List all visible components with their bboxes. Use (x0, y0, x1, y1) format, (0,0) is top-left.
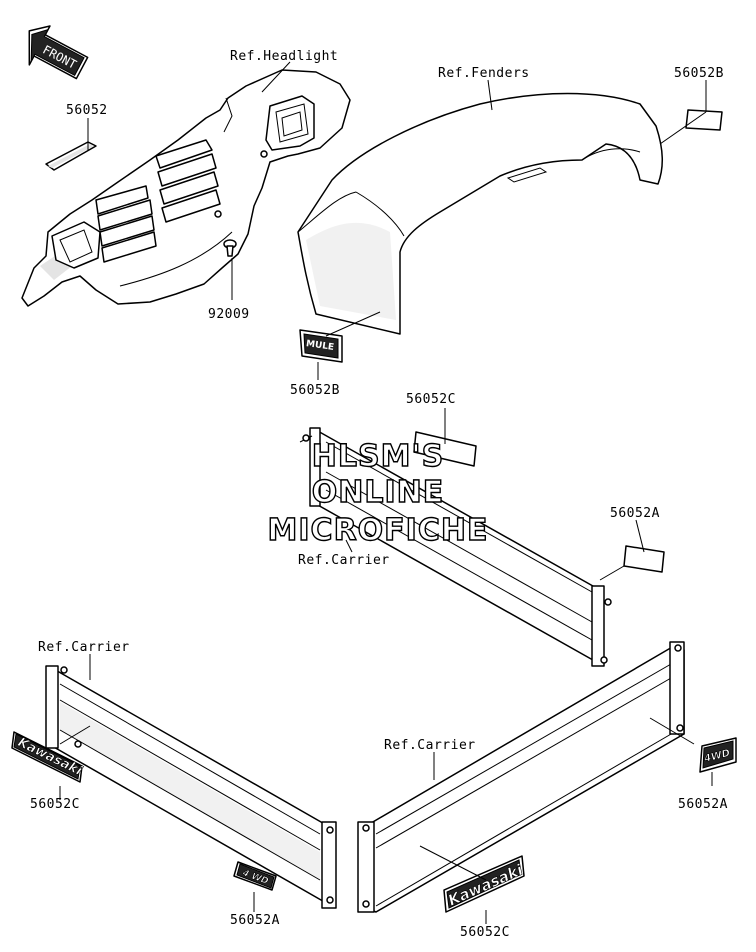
label-ref-headlight: Ref.Headlight (230, 49, 338, 64)
grille-slats-left (95, 185, 157, 263)
label-ref-carrier-right: Ref.Carrier (384, 738, 476, 753)
watermark: HLSM'S ONLINE MICROFICHE (267, 438, 489, 548)
front-grille-assembly (21, 69, 351, 307)
decal-mule-56052b: MULE (299, 329, 343, 363)
rear-gate-panel (299, 427, 612, 667)
label-ref-fenders: Ref.Fenders (438, 66, 530, 81)
emblem-56052 (45, 141, 97, 171)
label-56052a-right: 56052A (610, 506, 660, 521)
decal-4wd-right: 4WD (699, 737, 737, 773)
part-labels: Ref.Headlight Ref.Fenders 56052 56052B 9… (30, 49, 728, 940)
watermark-line-3: MICROFICHE (268, 513, 489, 548)
bolt-92009 (223, 239, 237, 257)
label-56052b-mid: 56052B (290, 383, 340, 398)
leader-lines (59, 61, 713, 924)
front-arrow-badge: FRONT (28, 25, 89, 80)
label-ref-carrier-mid: Ref.Carrier (298, 553, 390, 568)
label-56052a-left: 56052A (230, 913, 280, 928)
label-56052c-left: 56052C (30, 797, 80, 812)
left-side-panel (45, 665, 337, 909)
mule-decal-text: MULE (305, 339, 334, 353)
label-ref-carrier-left: Ref.Carrier (38, 640, 130, 655)
grille-slats-right (155, 139, 221, 223)
decal-56052b-right (685, 109, 723, 131)
decal-56052c-top (413, 431, 477, 467)
watermark-line-1: HLSM'S (312, 439, 444, 474)
label-56052: 56052 (66, 103, 108, 118)
label-56052c-bottom: 56052C (460, 925, 510, 940)
label-56052c-top: 56052C (406, 392, 456, 407)
right-side-panel (357, 641, 685, 913)
decal-56052a-right (623, 545, 665, 573)
watermark-line-2: ONLINE (312, 475, 445, 510)
label-92009: 92009 (208, 307, 250, 322)
rear-fender (297, 92, 663, 335)
label-56052a-bottom-right: 56052A (678, 797, 728, 812)
label-56052b-top: 56052B (674, 66, 724, 81)
